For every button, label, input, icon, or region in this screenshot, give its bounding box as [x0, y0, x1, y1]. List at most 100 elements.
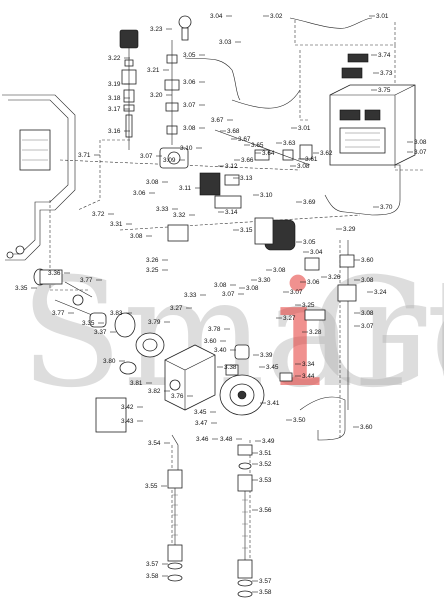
- part-label: 3.11: [179, 185, 191, 192]
- part-label: 3.77: [80, 277, 93, 284]
- part-label: 3.09: [163, 157, 176, 164]
- part-label: 3.57: [259, 578, 272, 585]
- pump-block: [119, 344, 216, 411]
- part-label: 3.60: [360, 424, 373, 431]
- part-label: 3.14: [225, 209, 238, 216]
- part-label: 3.08: [130, 233, 143, 240]
- part-label: 3.44: [302, 373, 315, 380]
- part-label: 3.43: [121, 418, 134, 425]
- watermark-mid: i: [275, 247, 323, 421]
- part-label: 3.33: [184, 292, 197, 299]
- part-label: 3.49: [262, 438, 275, 445]
- part-label: 3.56: [259, 507, 272, 514]
- part-label: 3.01: [376, 13, 389, 20]
- part-label: 3.68: [227, 128, 240, 135]
- part-label: 3.08: [361, 277, 374, 284]
- part-label: 3.05: [183, 52, 196, 59]
- part-label: 3.26: [146, 257, 159, 264]
- part-label: 3.82: [148, 388, 161, 395]
- part-label: 3.26: [328, 274, 341, 281]
- right-pipe: [299, 240, 357, 441]
- part-label: 3.32: [173, 212, 186, 219]
- part-label: 3.63: [283, 140, 296, 147]
- part-label: 3.06: [183, 79, 196, 86]
- valve-group: [159, 129, 313, 251]
- part-label: 3.28: [309, 329, 322, 336]
- part-label: 3.45: [266, 364, 279, 371]
- part-label: 3.08: [273, 267, 286, 274]
- lower-hoses: [167, 434, 253, 598]
- part-label: 3.10: [260, 192, 273, 199]
- part-label: 3.31: [110, 221, 123, 228]
- part-label: 3.04: [210, 13, 223, 20]
- part-label: 3.45: [194, 409, 207, 416]
- part-label: 3.39: [260, 352, 273, 359]
- part-label: 3.12: [225, 163, 238, 170]
- part-label: 3.64: [262, 150, 275, 157]
- part-label: 3.67: [211, 117, 224, 124]
- part-label: 3.08: [146, 179, 159, 186]
- part-label: 3.15: [240, 227, 253, 234]
- part-label: 3.50: [293, 417, 306, 424]
- part-label: 3.46: [196, 436, 209, 443]
- part-label: 3.18: [108, 95, 121, 102]
- part-label: 3.17: [108, 106, 121, 113]
- center-fitting-column: [164, 40, 180, 145]
- watermark-right: Go: [310, 247, 444, 421]
- part-label: 3.29: [343, 226, 356, 233]
- part-label: 3.06: [133, 190, 146, 197]
- part-label: 3.80: [103, 358, 116, 365]
- part-label: 3.61: [305, 156, 318, 163]
- frame-bracket: [2, 94, 76, 261]
- part-label: 3.48: [220, 436, 233, 443]
- part-label: 3.23: [150, 26, 163, 33]
- part-label: 3.57: [146, 561, 159, 568]
- part-label: 3.22: [108, 55, 121, 62]
- part-label: 3.27: [283, 315, 296, 322]
- part-label: 3.07: [222, 291, 235, 298]
- part-label: 3.06: [307, 279, 320, 286]
- part-label: 3.58: [146, 573, 159, 580]
- filter-parts: [33, 268, 165, 358]
- part-label: 3.01: [298, 125, 311, 132]
- part-label: 3.35: [15, 285, 28, 292]
- part-label: 3.07: [140, 153, 153, 160]
- motor-assembly: [219, 344, 293, 416]
- part-label: 3.67: [238, 136, 251, 143]
- part-label: 3.33: [156, 206, 169, 213]
- part-label: 3.07: [414, 149, 427, 156]
- part-label: 3.07: [290, 289, 303, 296]
- loose-fittings: [95, 397, 127, 433]
- part-label: 3.08: [246, 285, 259, 292]
- part-label: 3.36: [48, 270, 61, 277]
- part-label: 3.30: [258, 277, 271, 284]
- part-label: 3.27: [170, 305, 183, 312]
- part-label: 3.69: [303, 199, 316, 206]
- part-label: 3.08: [361, 310, 374, 317]
- left-fitting-column: [119, 29, 139, 150]
- part-label: 3.53: [259, 477, 272, 484]
- part-label: 3.51: [259, 450, 272, 457]
- part-label: 3.04: [310, 249, 323, 256]
- part-label: 3.16: [108, 128, 121, 135]
- part-label: 3.08: [214, 282, 227, 289]
- part-label: 3.47: [195, 420, 208, 427]
- part-label: 3.58: [259, 589, 272, 596]
- part-label: 3.37: [94, 329, 107, 336]
- part-label: 3.62: [320, 150, 333, 157]
- part-label: 3.08: [297, 163, 310, 170]
- part-label: 3.66: [241, 157, 254, 164]
- leader-lines: [31, 15, 413, 593]
- part-label: 3.07: [361, 323, 374, 330]
- part-label: 3.35: [82, 320, 95, 327]
- part-label: 3.77: [52, 310, 65, 317]
- part-label: 3.78: [208, 326, 221, 333]
- part-label: 3.83: [110, 310, 123, 317]
- part-label: 3.25: [146, 267, 159, 274]
- part-label: 3.07: [183, 102, 196, 109]
- part-label: 3.70: [380, 204, 393, 211]
- part-label: 3.60: [204, 338, 217, 345]
